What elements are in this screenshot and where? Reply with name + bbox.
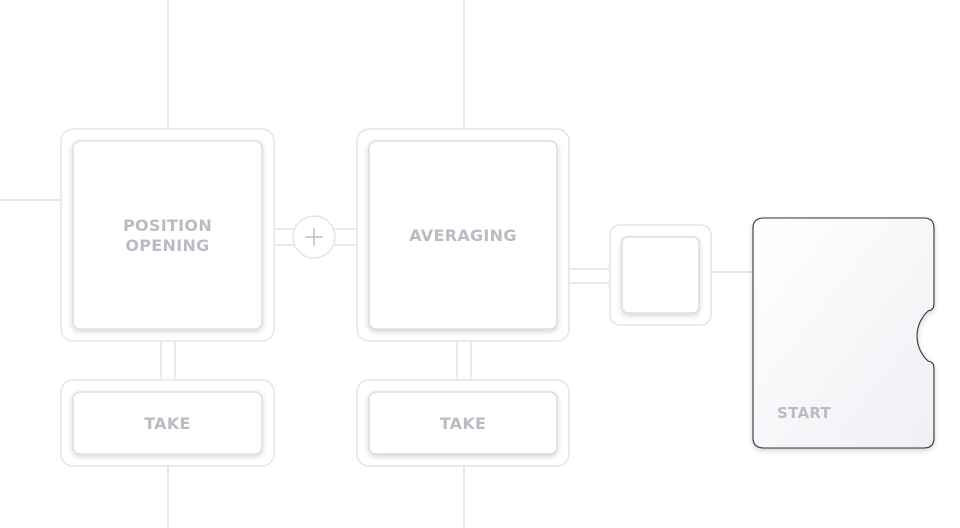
position-opening-label-line1: POSITION xyxy=(122,216,213,235)
position-opening-label: POSITION OPENING xyxy=(73,216,262,256)
take-right-label: TAKE xyxy=(439,414,487,433)
position-opening-label-line2: OPENING xyxy=(125,236,210,255)
plus-connector xyxy=(274,215,357,259)
take-left-node xyxy=(60,379,275,467)
take-left-label: TAKE xyxy=(144,414,191,433)
plus-icon xyxy=(305,228,323,246)
guide-lines xyxy=(0,0,752,528)
averaging-label: AVERAGING xyxy=(409,226,517,245)
averaging-slot-connector xyxy=(569,268,610,284)
take-connectors xyxy=(160,341,472,380)
empty-slot-node xyxy=(609,224,712,326)
averaging-node xyxy=(356,128,570,342)
start-label: START xyxy=(777,404,832,422)
take-right-node xyxy=(356,379,570,467)
position-opening-node xyxy=(60,128,275,342)
start-card xyxy=(752,217,935,449)
